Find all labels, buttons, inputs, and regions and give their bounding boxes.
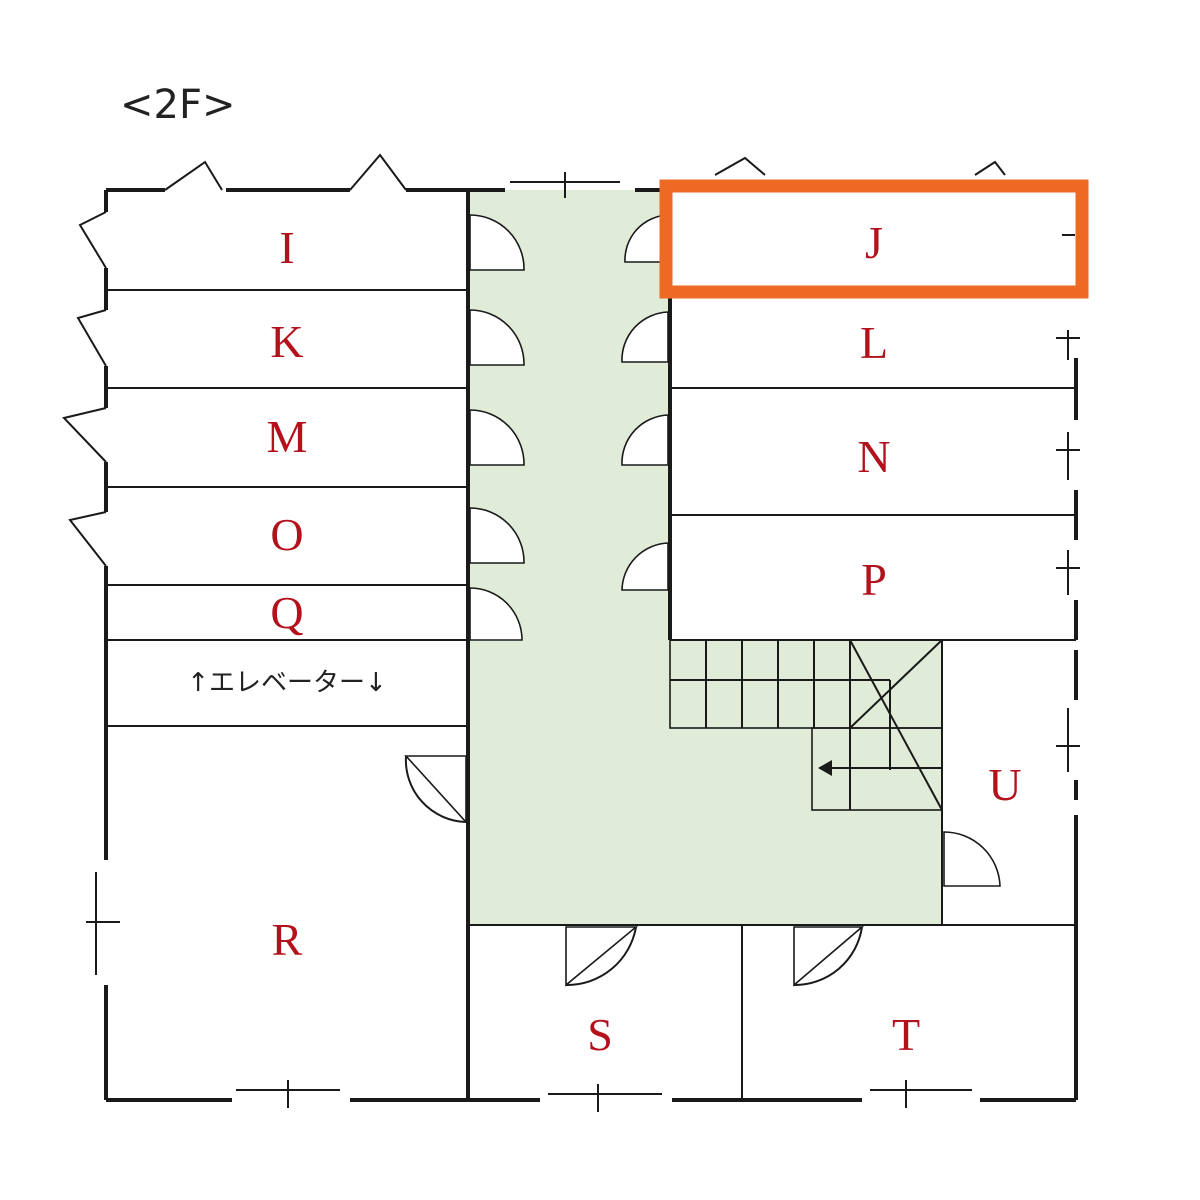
room-label-n: N	[857, 431, 890, 482]
corridor-doors-left	[469, 214, 525, 641]
room-label-j: J	[865, 217, 883, 268]
room-label-t: T	[892, 1009, 920, 1060]
room-label-q: Q	[270, 587, 303, 638]
corridor-area	[468, 190, 942, 925]
room-label-s: S	[587, 1009, 613, 1060]
left-block-walls	[106, 190, 470, 1100]
floor-label: <2F>	[120, 82, 236, 128]
room-label-m: M	[267, 411, 308, 462]
staircase	[669, 639, 943, 811]
stair-arrow-icon	[818, 760, 832, 776]
room-label-k: K	[270, 316, 303, 367]
room-label-p: P	[861, 554, 887, 605]
highlight-box-room-j	[659, 179, 1089, 299]
corridor-doors-right	[621, 214, 669, 591]
windows	[86, 172, 1080, 1112]
room-label-u: U	[988, 759, 1021, 810]
right-block-walls	[468, 200, 1076, 1100]
room-label-o: O	[270, 509, 303, 560]
outer-walls	[104, 188, 1078, 1102]
exterior-doors	[62, 153, 1006, 567]
room-label-i: I	[279, 222, 294, 273]
room-label-l: L	[860, 317, 888, 368]
other-doors	[404, 755, 1001, 987]
room-label-r: R	[272, 914, 303, 965]
elevator-label: ↑エレベーター↓	[187, 668, 387, 698]
